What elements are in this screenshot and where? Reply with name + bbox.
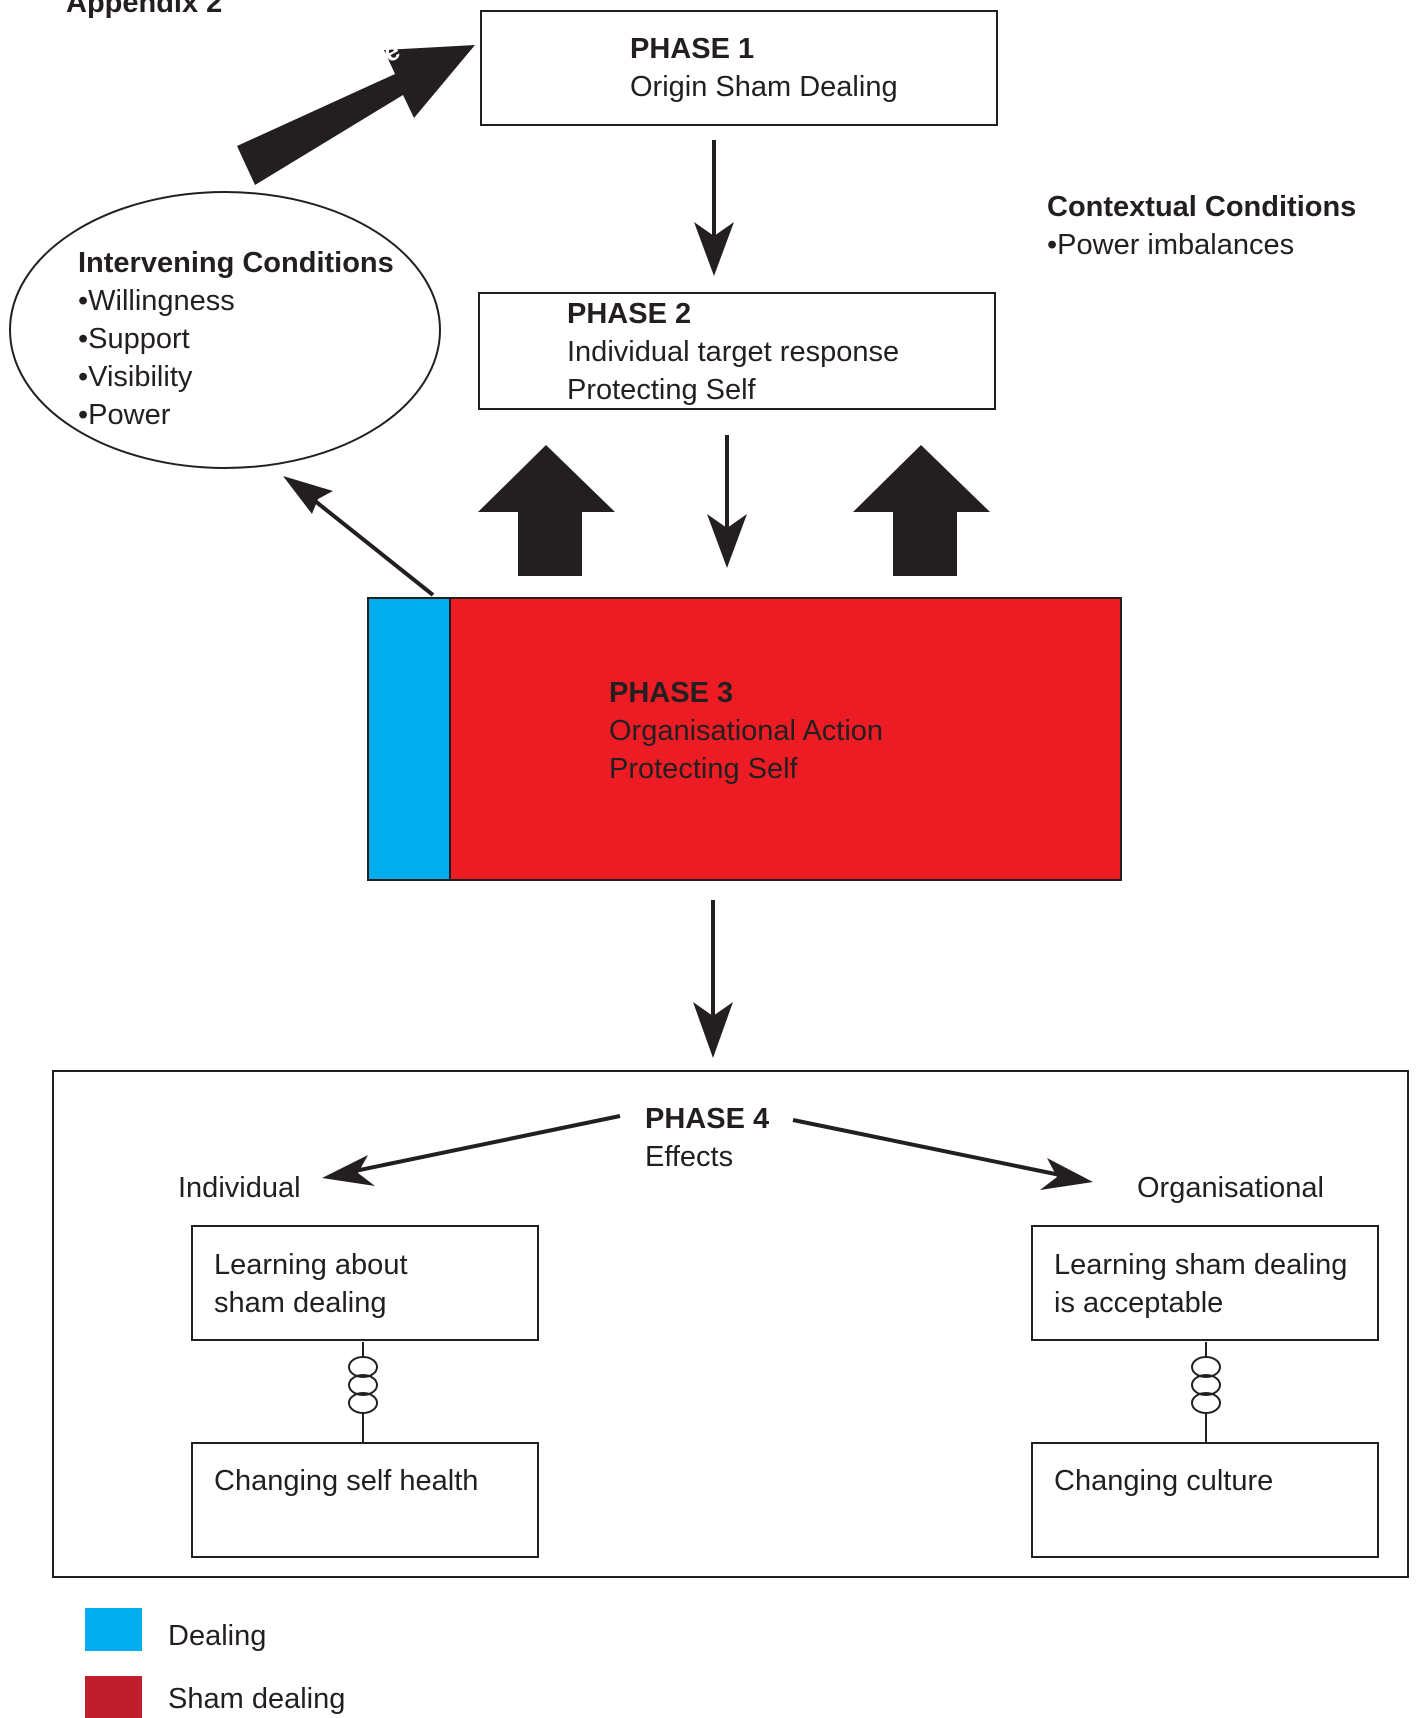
organisational-learning-line1: Learning sham dealing (1054, 1249, 1348, 1281)
intervening-ellipse (9, 191, 441, 469)
spring-connector-organisational (1191, 1342, 1221, 1442)
legend-swatch-blue (85, 1608, 142, 1651)
intervening-item-support: •Support (78, 323, 190, 355)
legend-label-dealing: Dealing (168, 1620, 267, 1652)
phase2-title: PHASE 2 (567, 298, 692, 330)
phase1-description: Origin Sham Dealing (630, 71, 898, 103)
spring-connector-individual (348, 1342, 378, 1442)
contextual-conditions-item: •Power imbalances (1047, 229, 1295, 261)
arrow-phase2-to-phase3 (707, 435, 747, 568)
phase4-title: PHASE 4 (645, 1103, 770, 1135)
stops-here-arrow (237, 45, 475, 185)
legend-label-sham-dealing: Sham dealing (168, 1683, 346, 1715)
organisational-changing-box (1031, 1442, 1379, 1558)
contextual-conditions-title: Contextual Conditions (1047, 191, 1357, 223)
legend-swatch-red (85, 1676, 142, 1718)
arrow-effects-to-individual (322, 1114, 621, 1186)
phase3-block (367, 597, 1122, 881)
phase4-container (52, 1070, 1409, 1578)
block-arrow-up-right (853, 445, 990, 576)
intervening-item-visibility: •Visibility (78, 361, 193, 393)
arrow-effects-to-organisational (792, 1118, 1093, 1190)
organisational-changing-line1: Changing culture (1054, 1465, 1274, 1497)
individual-learning-line1: Learning about (214, 1249, 408, 1281)
appendix-title: Appendix 2 (66, 0, 223, 19)
individual-changing-line1: Changing self health (214, 1465, 479, 1497)
individual-label: Individual (178, 1172, 301, 1204)
phase4-effects-label: Effects (645, 1141, 734, 1173)
arrow-phase1-to-phase2 (694, 140, 734, 276)
phase2-line2: Protecting Self (567, 374, 756, 406)
arrow-phase3-to-intervening (283, 476, 435, 597)
individual-learning-box (191, 1225, 539, 1341)
phase2-box (478, 292, 996, 410)
phase1-title: PHASE 1 (630, 33, 755, 65)
intervening-conditions-title: Intervening Conditions (78, 247, 394, 279)
phase2-line1: Individual target response (567, 336, 900, 368)
individual-changing-box (191, 1442, 539, 1558)
individual-learning-line2: sham dealing (214, 1287, 387, 1319)
organisational-label: Organisational (1137, 1172, 1324, 1204)
block-arrow-up-left (478, 445, 615, 576)
intervening-item-willingness: •Willingness (78, 285, 235, 317)
phase3-title: PHASE 3 (609, 677, 734, 709)
phase3-dealing-segment (367, 597, 451, 881)
organisational-learning-box (1031, 1225, 1379, 1341)
intervening-item-power: •Power (78, 399, 171, 431)
organisational-learning-line2: is acceptable (1054, 1287, 1224, 1319)
phase3-line1: Organisational Action (609, 715, 884, 747)
phase3-line2: Protecting Self (609, 753, 798, 785)
phase1-box (480, 10, 998, 126)
arrow-phase3-to-phase4 (693, 900, 733, 1058)
